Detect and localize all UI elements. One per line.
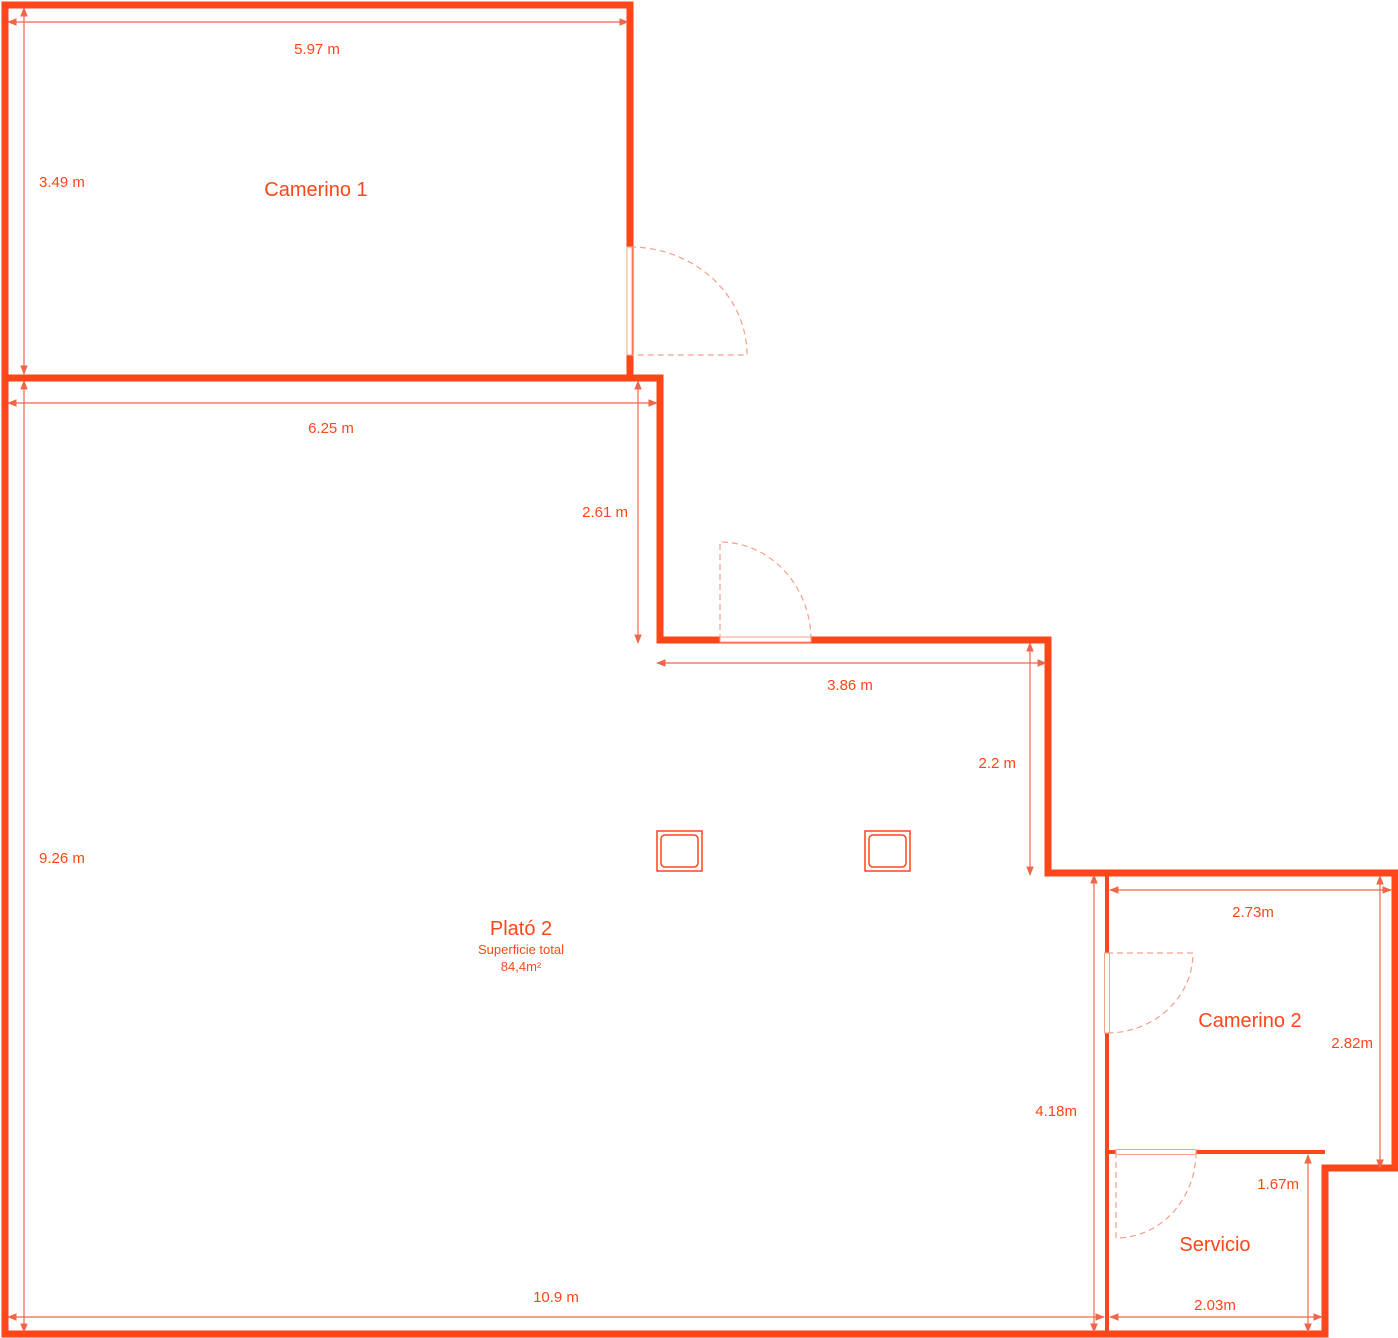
dim-plato-step1-height: 2.61 m: [582, 504, 628, 521]
dim-plato-right-height: 4.18m: [1035, 1103, 1077, 1120]
room-label-plato2: Plató 2: [490, 918, 552, 940]
dim-camerino2-height: 2.82m: [1331, 1035, 1373, 1052]
door-plato: [719, 541, 812, 643]
dim-plato-height: 9.26 m: [39, 850, 85, 867]
dim-plato-step2-height: 2.2 m: [978, 755, 1016, 772]
room-label-camerino2: Camerino 2: [1198, 1010, 1301, 1032]
dim-plato-bottom-width: 10.9 m: [533, 1289, 579, 1306]
dim-plato-step-width: 3.86 m: [827, 677, 873, 694]
dim-plato-top-width: 6.25 m: [308, 420, 354, 437]
dim-servicio-height: 1.67m: [1257, 1176, 1299, 1193]
room-subtitle-plato2: Superficie total: [478, 942, 564, 957]
dim-camerino2-width: 2.73m: [1232, 904, 1274, 921]
dimension-lines: [7, 7, 1392, 1333]
dim-camerino1-height: 3.49 m: [39, 174, 85, 191]
room-label-servicio: Servicio: [1179, 1234, 1250, 1256]
dim-servicio-width: 2.03m: [1194, 1297, 1236, 1314]
dim-camerino1-width: 5.97 m: [294, 41, 340, 58]
door-servicio: [1115, 1149, 1197, 1239]
room-area-plato2: 84,4m²: [501, 959, 542, 974]
column: [656, 830, 703, 872]
door-camerino1: [626, 246, 748, 356]
room-label-camerino1: Camerino 1: [264, 179, 367, 201]
door-camerino2: [1104, 952, 1194, 1034]
column: [864, 830, 911, 872]
